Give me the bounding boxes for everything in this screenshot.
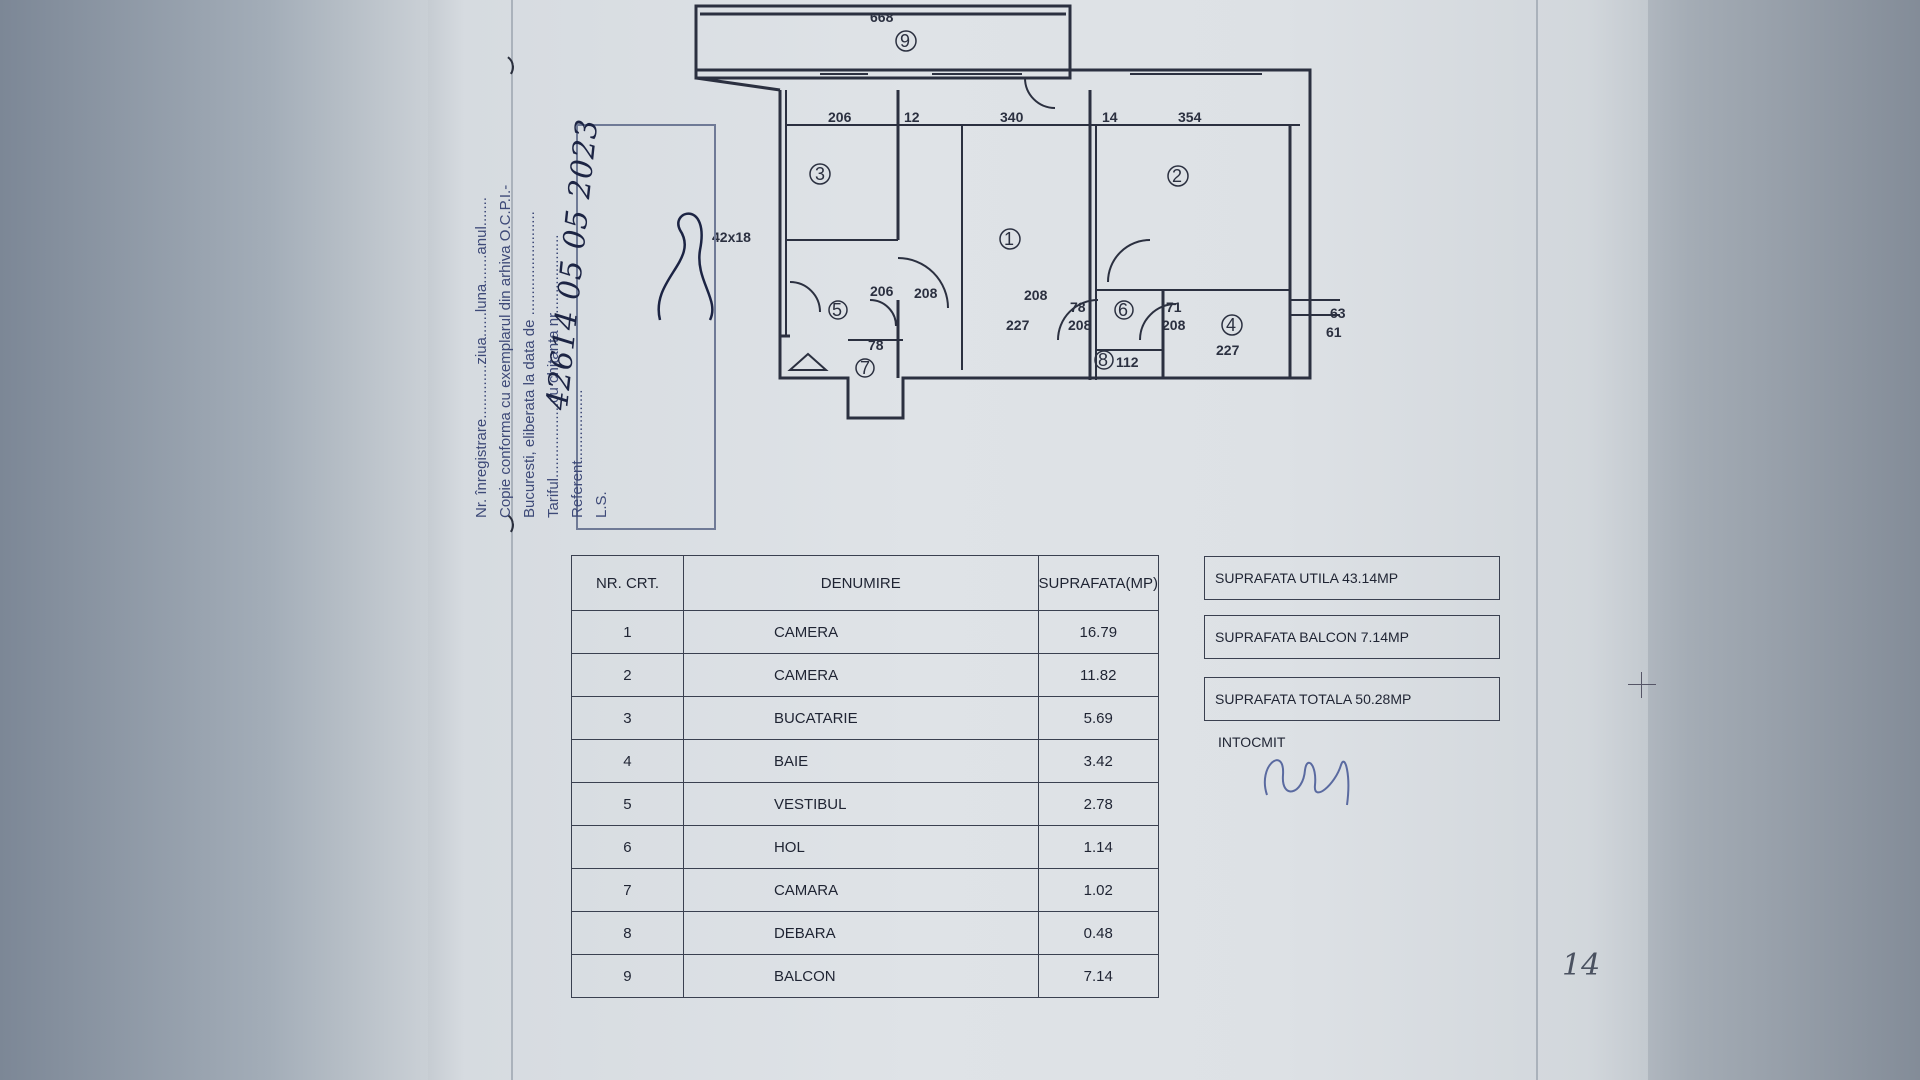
suprafata-totala-box: SUPRAFATA TOTALA 50.28MP — [1204, 677, 1500, 721]
page-margin-line-right — [1536, 0, 1538, 1080]
cell-name: CAMARA — [682, 868, 1039, 912]
cell-name: BAIE — [682, 739, 1039, 783]
stamp-line: Copie conforma cu exemplarul din arhiva … — [497, 184, 514, 518]
cell-name: VESTIBUL — [682, 782, 1039, 826]
room-number: 4 — [1226, 315, 1236, 335]
cell-nr: 4 — [571, 739, 684, 783]
dim-label: 208 — [914, 285, 938, 301]
crosshair-mark-v — [1641, 672, 1642, 698]
crosshair-mark — [1628, 684, 1656, 685]
cell-name: DEBARA — [682, 911, 1039, 955]
cell-nr: 6 — [571, 825, 684, 869]
cell-area: 11.82 — [1037, 653, 1160, 697]
dim-label: 354 — [1178, 109, 1202, 125]
room-number: 1 — [1004, 229, 1014, 249]
outer-wall — [694, 68, 1312, 420]
dim-label: 227 — [1216, 342, 1240, 358]
stamp-line: Nr. înregistrare.............ziua......l… — [473, 197, 490, 518]
room-number: 7 — [860, 358, 870, 378]
dim-label: 208 — [1162, 317, 1186, 333]
margin-handwritten-note: 14 — [1562, 948, 1601, 983]
page-margin-line — [511, 0, 513, 1080]
cell-nr: 9 — [571, 954, 684, 998]
cell-name: CAMERA — [682, 610, 1039, 654]
cell-nr: 3 — [571, 696, 684, 740]
dim-label: 42x18 — [712, 229, 751, 245]
cell-area: 3.42 — [1037, 739, 1160, 783]
cell-area: 1.02 — [1037, 868, 1160, 912]
balcony-outline — [694, 4, 1072, 80]
cell-area: 1.14 — [1037, 825, 1160, 869]
room-number: 6 — [1118, 300, 1128, 320]
stamp-line: Bucuresti, eliberata la data de ........… — [521, 211, 538, 518]
dim-label: 208 — [1068, 317, 1092, 333]
intocmit-label: INTOCMIT — [1218, 734, 1286, 750]
dim-label: 61 — [1326, 324, 1342, 340]
suprafata-balcon-box: SUPRAFATA BALCON 7.14MP — [1204, 615, 1500, 659]
dim-label: 12 — [904, 109, 920, 125]
dim-label: 112 — [1116, 354, 1139, 370]
ocpi-stamp — [576, 124, 716, 530]
table-header-row: NR. CRT. DENUMIRE SUPRAFATA(MP) — [571, 555, 1160, 611]
dim-label: 340 — [1000, 109, 1024, 125]
dim-label: 208 — [1024, 287, 1048, 303]
cell-area: 5.69 — [1037, 696, 1160, 740]
cell-nr: 1 — [571, 610, 684, 654]
header-nr: NR. CRT. — [571, 555, 684, 611]
dim-label: 78 — [1070, 299, 1086, 315]
cell-name: HOL — [682, 825, 1039, 869]
dim-label: 206 — [870, 283, 894, 299]
header-suprafata: SUPRAFATA(MP) — [1037, 555, 1160, 611]
author-signature — [1264, 759, 1350, 806]
cell-name: CAMERA — [682, 653, 1039, 697]
dim-label: 14 — [1102, 109, 1118, 125]
dim-label: 71 — [1166, 299, 1182, 315]
cell-name: BUCATARIE — [682, 696, 1039, 740]
dim-label: 227 — [1006, 317, 1030, 333]
dim-label: 78 — [868, 337, 884, 353]
dim-label: 206 — [828, 109, 852, 125]
room-number: 5 — [832, 300, 842, 320]
room-number: 9 — [900, 31, 910, 51]
dim-label: 63 — [1330, 305, 1346, 321]
cell-name: BALCON — [682, 954, 1039, 998]
cell-area: 0.48 — [1037, 911, 1160, 955]
room-number: 8 — [1098, 350, 1108, 370]
cell-area: 7.14 — [1037, 954, 1160, 998]
cell-nr: 8 — [571, 911, 684, 955]
header-denumire: DENUMIRE — [682, 555, 1039, 611]
dim-label: 668 — [870, 9, 894, 25]
suprafata-utila-box: SUPRAFATA UTILA 43.14MP — [1204, 556, 1500, 600]
room-number: 2 — [1172, 166, 1182, 186]
cell-nr: 7 — [571, 868, 684, 912]
stamp-signature — [657, 212, 714, 321]
cell-nr: 2 — [571, 653, 684, 697]
room-number: 3 — [815, 164, 825, 184]
cell-area: 16.79 — [1037, 610, 1160, 654]
cell-nr: 5 — [571, 782, 684, 826]
cell-area: 2.78 — [1037, 782, 1160, 826]
